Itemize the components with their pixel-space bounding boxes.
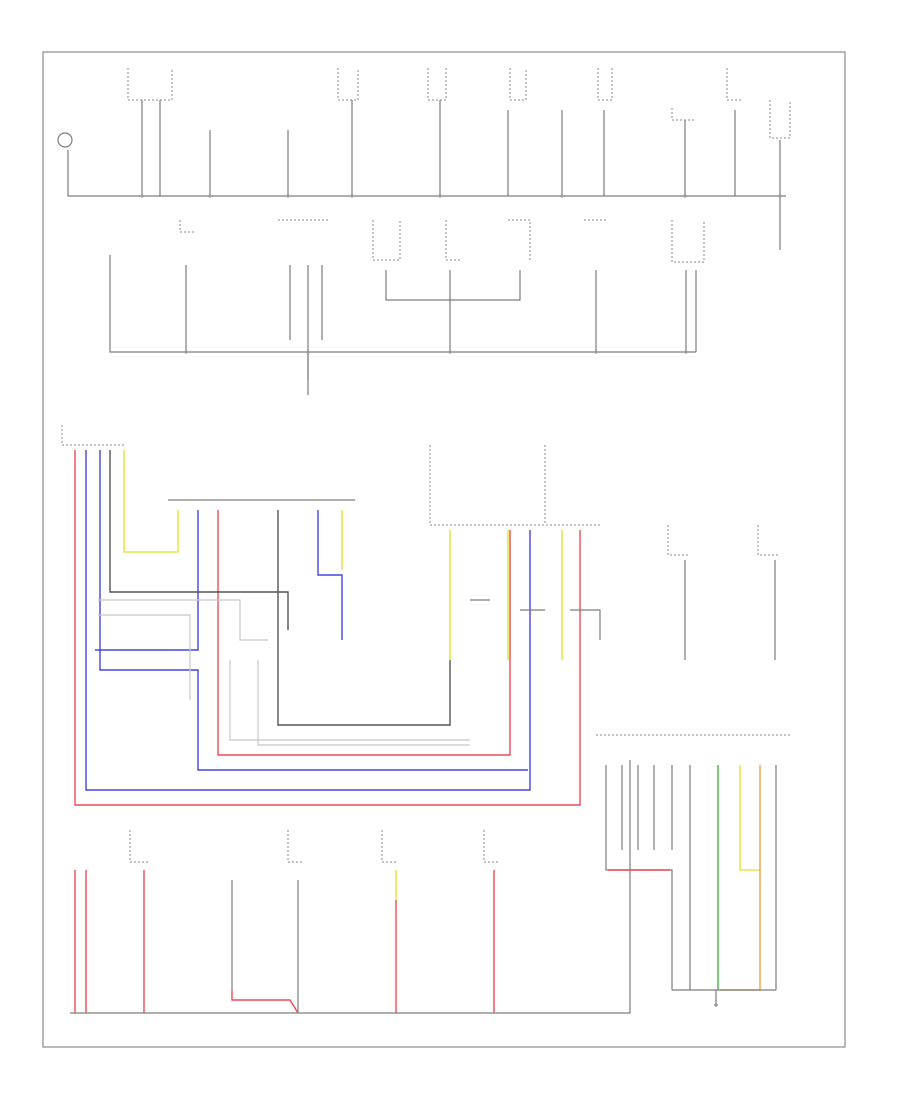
top-ground-bus [67,100,786,250]
diagram-frame [42,51,846,1048]
connector-pins [140,194,782,1007]
second-row [109,219,705,395]
control-module [596,734,790,1005]
lamp-symbol [57,132,73,148]
top-components [57,68,791,148]
middle-colored-wiring [61,425,780,806]
bottom-row [70,760,631,1014]
